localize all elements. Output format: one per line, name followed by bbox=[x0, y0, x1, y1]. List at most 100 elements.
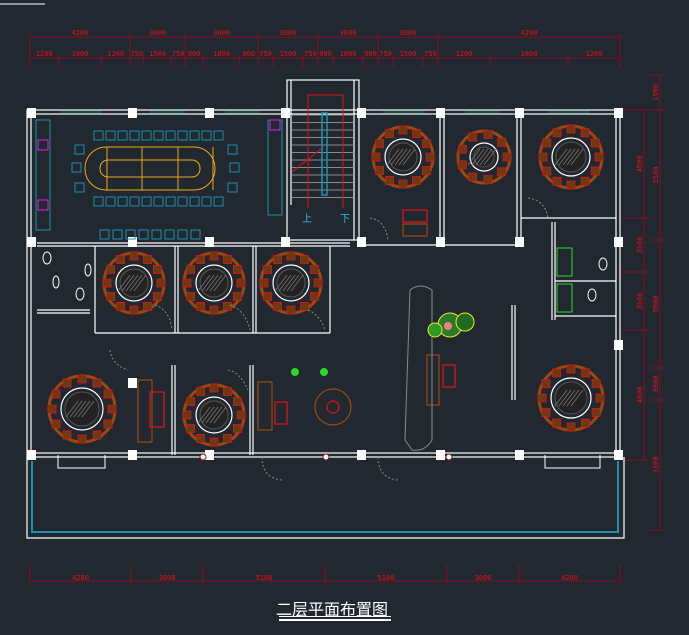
doors bbox=[109, 197, 549, 481]
dining-chair bbox=[313, 278, 323, 288]
dimension-label: 5000 bbox=[652, 296, 660, 313]
dining-chair bbox=[542, 138, 552, 148]
chair bbox=[165, 130, 176, 141]
dining-chair bbox=[398, 179, 408, 189]
dining-chair bbox=[182, 278, 192, 288]
dimension-label: 3000 bbox=[159, 574, 176, 582]
dimension-label: 1500 bbox=[149, 50, 166, 58]
column bbox=[436, 237, 445, 247]
dining-chair bbox=[129, 251, 139, 261]
dimension-label: 1200 bbox=[36, 50, 53, 58]
dining-chair bbox=[309, 292, 319, 301]
chair bbox=[99, 229, 110, 240]
dining-chair bbox=[542, 166, 552, 176]
dining-chair bbox=[196, 301, 205, 311]
chair bbox=[129, 196, 140, 207]
column bbox=[128, 378, 137, 388]
dining-chair bbox=[156, 278, 166, 288]
column bbox=[515, 237, 524, 247]
chair bbox=[177, 196, 188, 207]
column bbox=[27, 108, 36, 118]
dining-chair bbox=[143, 255, 152, 265]
round-table bbox=[47, 374, 117, 444]
round-table bbox=[182, 383, 246, 447]
column bbox=[357, 450, 366, 460]
dining-chair bbox=[129, 305, 139, 315]
windows bbox=[60, 110, 590, 114]
chair bbox=[129, 130, 140, 141]
dining-chair bbox=[47, 404, 57, 414]
dining-chair bbox=[236, 410, 246, 420]
column bbox=[614, 450, 623, 460]
dining-chair bbox=[502, 152, 512, 162]
dimension-label: 1200 bbox=[456, 50, 473, 58]
column bbox=[614, 108, 623, 118]
title-underline bbox=[279, 616, 391, 617]
structural-columns bbox=[27, 108, 623, 460]
column bbox=[27, 450, 36, 460]
staircase bbox=[291, 94, 354, 208]
chair bbox=[201, 130, 212, 141]
round-table bbox=[537, 364, 605, 432]
round-dining-tables bbox=[47, 124, 605, 447]
chair bbox=[141, 130, 152, 141]
column bbox=[436, 108, 445, 118]
dining-chair bbox=[300, 301, 309, 311]
dimension-label: 1800 bbox=[340, 50, 357, 58]
chair bbox=[93, 130, 104, 141]
chair bbox=[189, 130, 200, 141]
chair bbox=[201, 196, 212, 207]
dining-chair bbox=[497, 167, 507, 177]
dining-chair bbox=[209, 251, 219, 261]
dining-chair bbox=[566, 364, 576, 374]
green-markers bbox=[291, 368, 328, 376]
dining-chair bbox=[209, 437, 219, 447]
column bbox=[614, 340, 623, 350]
dining-chair bbox=[594, 152, 604, 162]
dining-chair bbox=[62, 430, 72, 440]
column bbox=[357, 237, 366, 247]
dining-chair bbox=[103, 419, 113, 429]
column bbox=[128, 108, 137, 118]
dining-chair bbox=[286, 305, 296, 315]
dimension-label: 4200 bbox=[72, 574, 89, 582]
outer-walls bbox=[26, 79, 625, 539]
dining-chair bbox=[263, 265, 273, 274]
dining-chair bbox=[106, 265, 116, 274]
dining-chair bbox=[77, 374, 87, 384]
dining-chair bbox=[102, 278, 112, 288]
meeting-room bbox=[35, 119, 283, 240]
dining-chair bbox=[468, 172, 477, 182]
dining-chair bbox=[196, 255, 205, 265]
dining-chair bbox=[196, 387, 205, 397]
dining-chair bbox=[552, 176, 562, 186]
column bbox=[128, 237, 137, 247]
dining-chair bbox=[186, 265, 196, 274]
dimension-label: 3000 bbox=[280, 29, 297, 37]
dining-chair bbox=[385, 175, 394, 185]
dimension-label: 3500 bbox=[636, 293, 644, 310]
dining-chair bbox=[421, 166, 431, 175]
dining-chair bbox=[398, 125, 408, 135]
chair bbox=[177, 130, 188, 141]
chair bbox=[227, 144, 238, 155]
dimension-label: 3500 bbox=[636, 237, 644, 254]
dining-chair bbox=[552, 368, 561, 378]
column bbox=[27, 237, 36, 247]
dimension-label: 1200 bbox=[107, 50, 124, 58]
chair bbox=[213, 196, 224, 207]
dimension-label: 5100 bbox=[378, 574, 395, 582]
chair bbox=[227, 182, 238, 193]
stair-down-label: 下 bbox=[340, 214, 350, 225]
dining-chair bbox=[412, 129, 421, 139]
dimension-label: 3600 bbox=[213, 29, 230, 37]
dimension-label: 750 bbox=[172, 50, 185, 58]
round-table bbox=[538, 124, 604, 190]
column bbox=[128, 450, 137, 460]
dining-chair bbox=[223, 255, 232, 265]
column bbox=[205, 450, 214, 460]
planter bbox=[404, 285, 475, 451]
chair bbox=[153, 196, 164, 207]
dining-chair bbox=[591, 379, 601, 388]
